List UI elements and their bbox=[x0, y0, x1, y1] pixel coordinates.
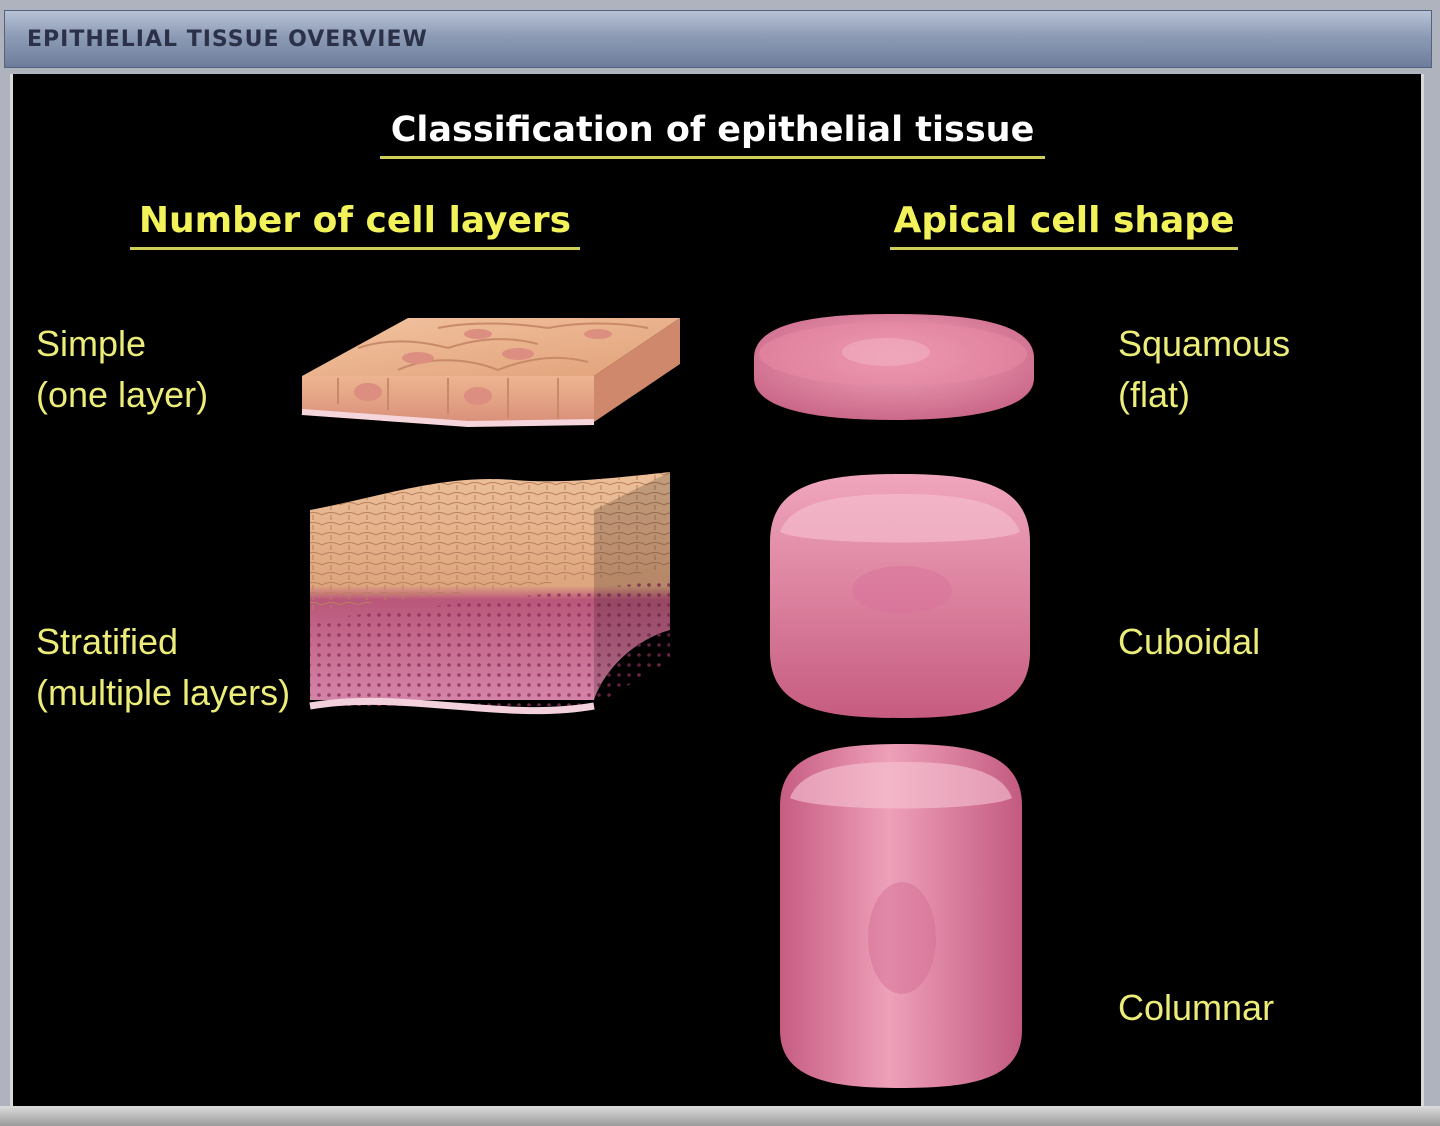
window-title: EPITHELIAL TISSUE OVERVIEW bbox=[27, 27, 428, 52]
simple-epithelium-illustration bbox=[301, 318, 680, 428]
layers-heading: Number of cell layers bbox=[130, 200, 580, 250]
squamous-cell-illustration bbox=[754, 314, 1034, 420]
stratified-epithelium-illustration bbox=[309, 472, 670, 715]
cuboidal-cell-illustration bbox=[770, 474, 1030, 718]
slide-panel bbox=[10, 74, 1424, 1106]
columnar-label: Columnar bbox=[1118, 987, 1275, 1028]
stratified-label: Stratified bbox=[36, 621, 179, 662]
cuboidal-label: Cuboidal bbox=[1118, 621, 1261, 662]
window-bottom-bar bbox=[0, 1106, 1440, 1126]
simple-label: Simple bbox=[36, 323, 147, 364]
stratified-note: (multiple layers) bbox=[36, 672, 291, 713]
squamous-label: Squamous bbox=[1118, 323, 1291, 364]
columnar-cell-illustration bbox=[780, 744, 1022, 1088]
squamous-label-block: Squamous (flat) bbox=[1118, 318, 1290, 420]
slide-title: Classification of epithelial tissue bbox=[380, 110, 1045, 159]
window-titlebar: EPITHELIAL TISSUE OVERVIEW bbox=[4, 10, 1432, 68]
simple-note: (one layer) bbox=[36, 374, 209, 415]
simple-label-block: Simple (one layer) bbox=[36, 318, 208, 420]
stratified-label-block: Stratified (multiple layers) bbox=[36, 616, 290, 718]
shape-heading: Apical cell shape bbox=[890, 200, 1238, 250]
squamous-note: (flat) bbox=[1118, 374, 1190, 415]
